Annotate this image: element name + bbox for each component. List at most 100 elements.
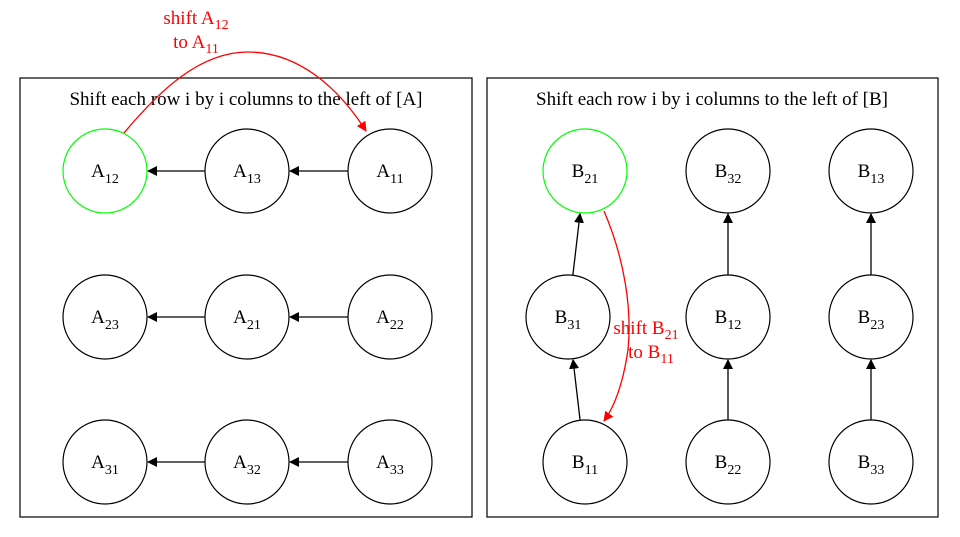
edges-layer — [147, 166, 876, 467]
node-b12: B12 — [685, 274, 771, 360]
node-letter: B — [858, 307, 871, 328]
node-letter: B — [715, 452, 728, 473]
edge-b11-to-b31 — [569, 358, 581, 421]
node-subscript: 22 — [727, 463, 741, 478]
panel-a: Shift each row i by i columns to the lef… — [19, 77, 473, 518]
node-circle — [204, 419, 290, 505]
node-b23: B23 — [828, 274, 914, 360]
node-label: B33 — [858, 452, 885, 478]
node-letter: A — [233, 161, 247, 182]
node-label: A12 — [91, 161, 119, 187]
node-circle — [62, 419, 148, 505]
shift-label-subscript: 12 — [215, 18, 229, 33]
node-b31: B31 — [525, 274, 611, 360]
node-circle — [204, 128, 290, 214]
node-letter: A — [233, 307, 247, 328]
node-subscript: 21 — [247, 318, 261, 333]
node-letter: B — [572, 452, 585, 473]
node-b22: B22 — [685, 419, 771, 505]
node-circle — [542, 419, 628, 505]
node-a11: A11 — [347, 128, 433, 214]
node-subscript: 33 — [390, 463, 404, 478]
node-circle — [347, 274, 433, 360]
node-label: A23 — [91, 307, 119, 333]
shift-edge-path — [123, 51, 367, 134]
node-subscript: 31 — [567, 318, 581, 333]
node-a32: A32 — [204, 419, 290, 505]
node-b11: B11 — [542, 419, 628, 505]
shift-label-subscript: 11 — [205, 42, 218, 57]
node-label: B21 — [572, 161, 599, 187]
node-a12: A12 — [62, 128, 148, 214]
node-label: B31 — [555, 307, 582, 333]
shift-edge-path — [603, 210, 630, 422]
node-letter: B — [572, 161, 585, 182]
shift-label-text: shift A — [163, 8, 214, 29]
node-label: A13 — [233, 161, 261, 187]
node-subscript: 23 — [870, 318, 884, 333]
shift-label-line2: to A11 — [173, 32, 219, 57]
node-b33: B33 — [828, 419, 914, 505]
node-circle — [685, 419, 771, 505]
node-a31: A31 — [62, 419, 148, 505]
node-a22: A22 — [347, 274, 433, 360]
node-circle — [347, 419, 433, 505]
node-circle — [685, 274, 771, 360]
node-b21: B21 — [542, 128, 628, 214]
node-letter: A — [233, 452, 247, 473]
panel-a-title: Shift each row i by i columns to the lef… — [69, 89, 422, 110]
node-label: A33 — [376, 452, 404, 478]
node-a23: A23 — [62, 274, 148, 360]
node-letter: A — [91, 452, 105, 473]
shift-label-line2: to B11 — [628, 342, 674, 367]
shift-label-line1: shift B21 — [613, 318, 678, 343]
node-subscript: 23 — [105, 318, 119, 333]
node-label: A11 — [376, 161, 403, 187]
node-circle — [828, 128, 914, 214]
node-subscript: 31 — [105, 463, 119, 478]
node-letter: B — [715, 307, 728, 328]
node-circle — [542, 128, 628, 214]
node-subscript: 11 — [585, 463, 598, 478]
node-label: B23 — [858, 307, 885, 333]
node-a21: A21 — [204, 274, 290, 360]
node-subscript: 13 — [870, 172, 884, 187]
node-circle — [828, 274, 914, 360]
node-b32: B32 — [685, 128, 771, 214]
node-subscript: 12 — [727, 318, 741, 333]
node-subscript: 21 — [584, 172, 598, 187]
node-label: B32 — [715, 161, 742, 187]
node-label: B13 — [858, 161, 885, 187]
shift-label-subscript: 21 — [665, 328, 679, 343]
node-subscript: 11 — [390, 172, 403, 187]
node-subscript: 12 — [105, 172, 119, 187]
node-label: B22 — [715, 452, 742, 478]
shift-label-subscript: 11 — [660, 352, 673, 367]
panel-a-border — [19, 77, 473, 518]
node-label: B12 — [715, 307, 742, 333]
node-letter: B — [858, 161, 871, 182]
node-subscript: 32 — [727, 172, 741, 187]
panel-b: Shift each row i by i columns to the lef… — [486, 77, 939, 518]
node-letter: A — [91, 307, 105, 328]
node-subscript: 13 — [247, 172, 261, 187]
node-circle — [347, 128, 433, 214]
node-label: A21 — [233, 307, 261, 333]
node-label: A31 — [91, 452, 119, 478]
node-letter: A — [91, 161, 105, 182]
node-label: B11 — [572, 452, 598, 478]
node-letter: B — [715, 161, 728, 182]
node-circle — [685, 128, 771, 214]
shift-label-line1: shift A12 — [163, 8, 228, 33]
node-circle — [62, 274, 148, 360]
node-subscript: 33 — [870, 463, 884, 478]
node-subscript: 22 — [390, 318, 404, 333]
node-subscript: 32 — [247, 463, 261, 478]
node-label: A32 — [233, 452, 261, 478]
node-a13: A13 — [204, 128, 290, 214]
